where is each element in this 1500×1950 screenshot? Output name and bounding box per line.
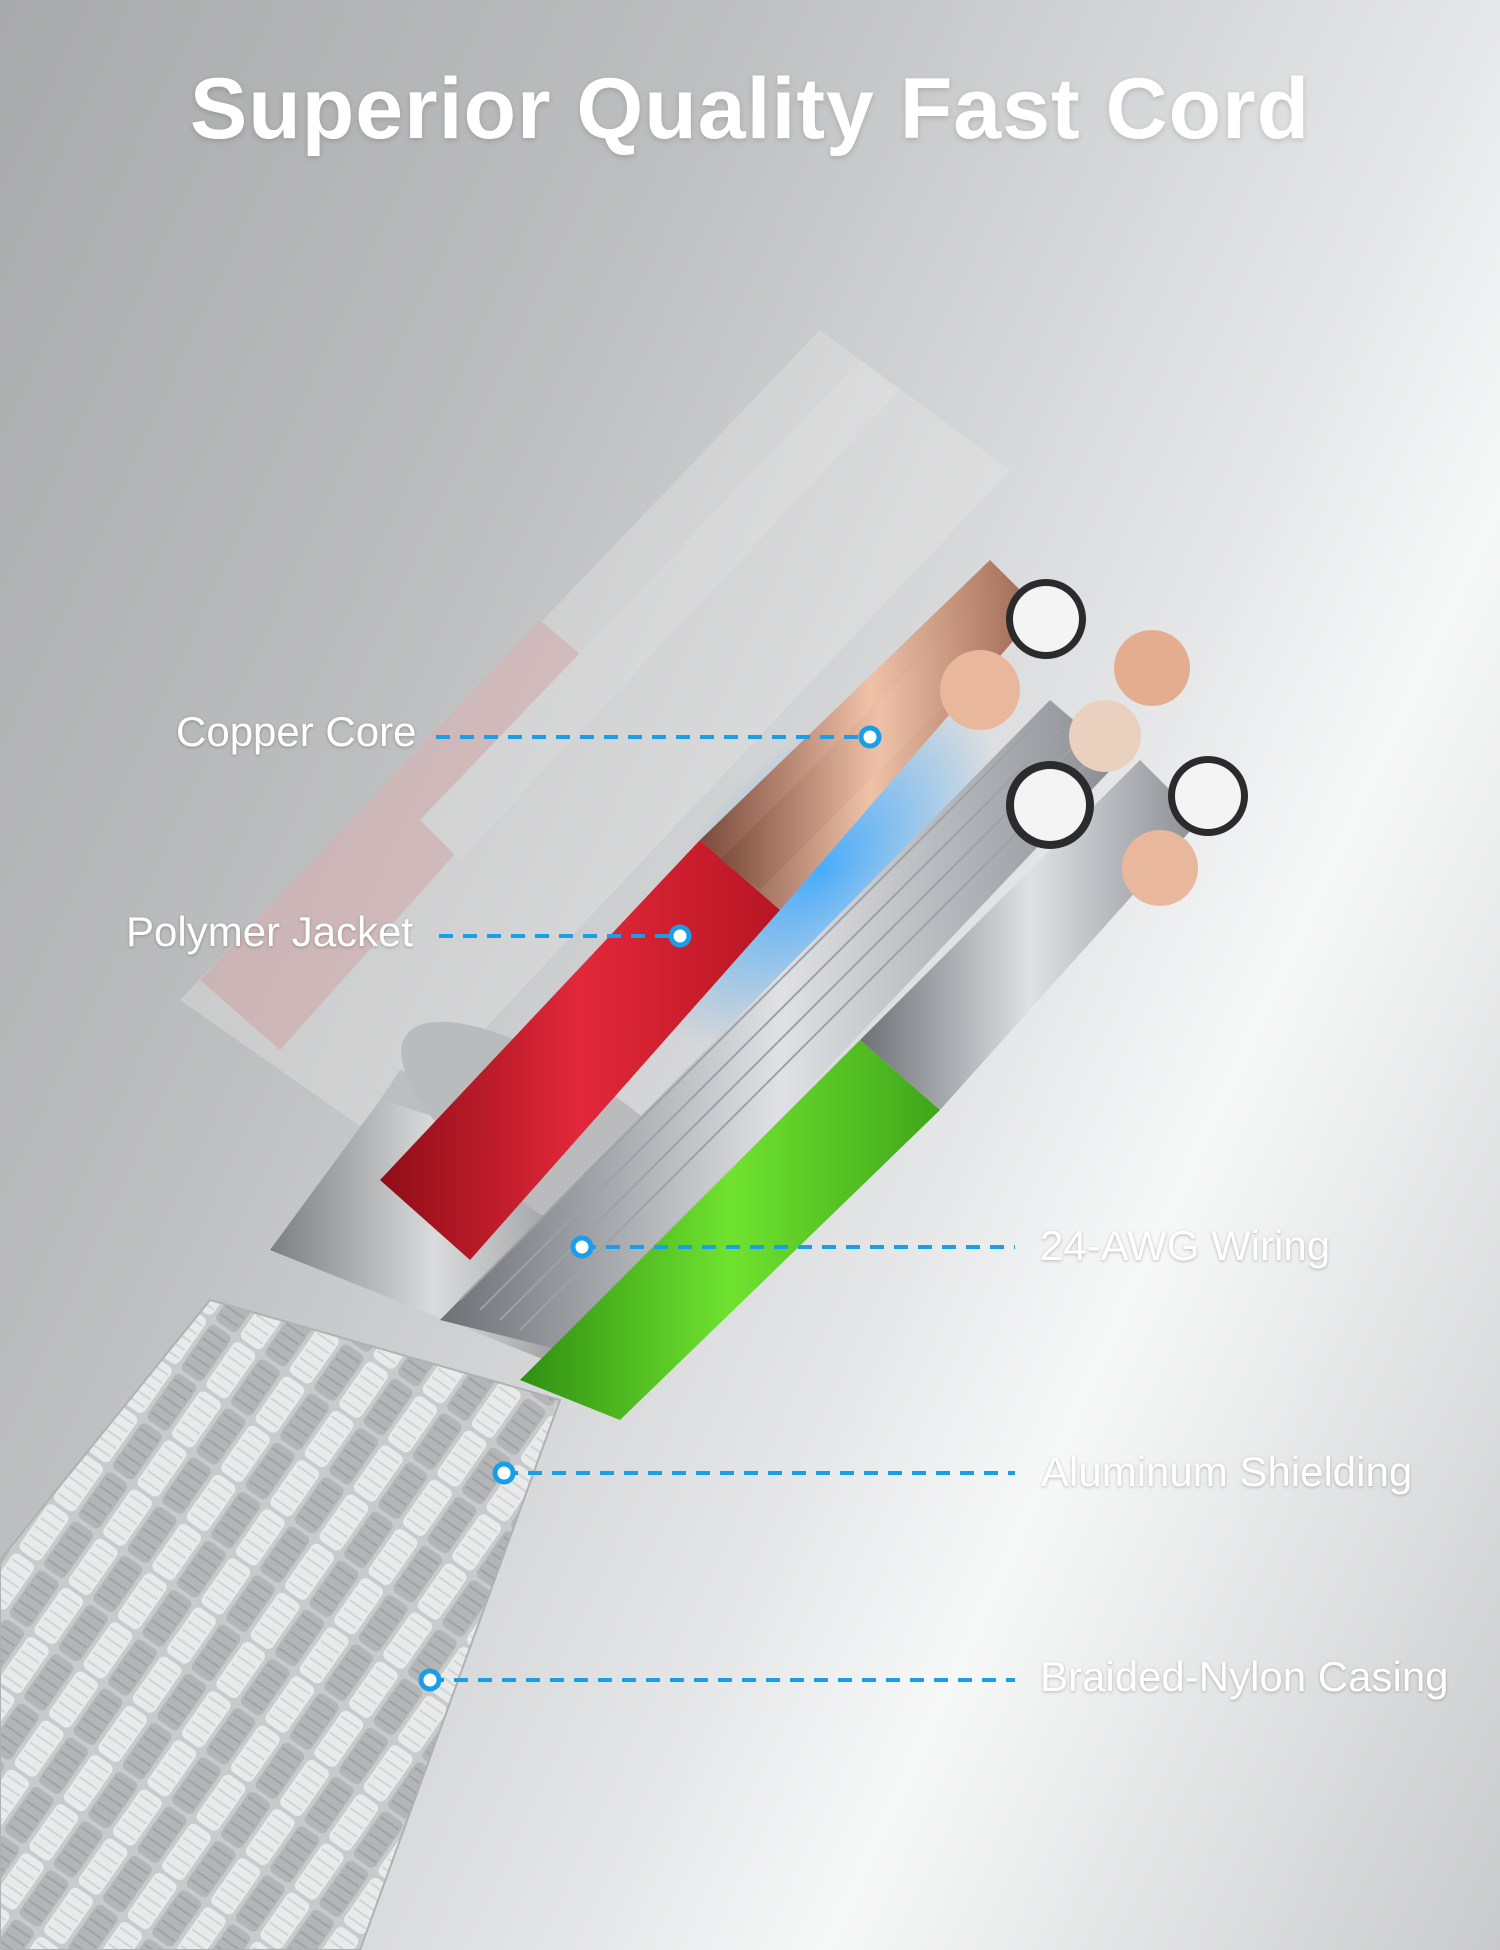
leader-dots bbox=[418, 725, 882, 1692]
awg-wiring-bundle bbox=[440, 700, 1120, 1350]
green-wire bbox=[520, 760, 1200, 1420]
dot-braided-casing bbox=[418, 1668, 442, 1692]
dot-awg-wiring bbox=[570, 1235, 594, 1259]
braided-casing bbox=[0, 1300, 560, 1950]
label-copper-core: Copper Core bbox=[176, 708, 417, 755]
label-awg-wiring: 24-AWG Wiring bbox=[1040, 1222, 1331, 1269]
leader-lines bbox=[430, 735, 1015, 1682]
page-title: Superior Quality Fast Cord bbox=[189, 61, 1311, 157]
label-aluminum-shielding: Aluminum Shielding bbox=[1041, 1448, 1413, 1495]
label-polymer-jacket: Polymer Jacket bbox=[126, 908, 414, 955]
label-braided-casing: Braided-Nylon Casing bbox=[1040, 1653, 1449, 1700]
dot-aluminum-shielding bbox=[492, 1461, 516, 1485]
dot-copper-core bbox=[858, 725, 882, 749]
dot-polymer-jacket bbox=[668, 924, 692, 948]
wire-ends bbox=[940, 579, 1248, 906]
